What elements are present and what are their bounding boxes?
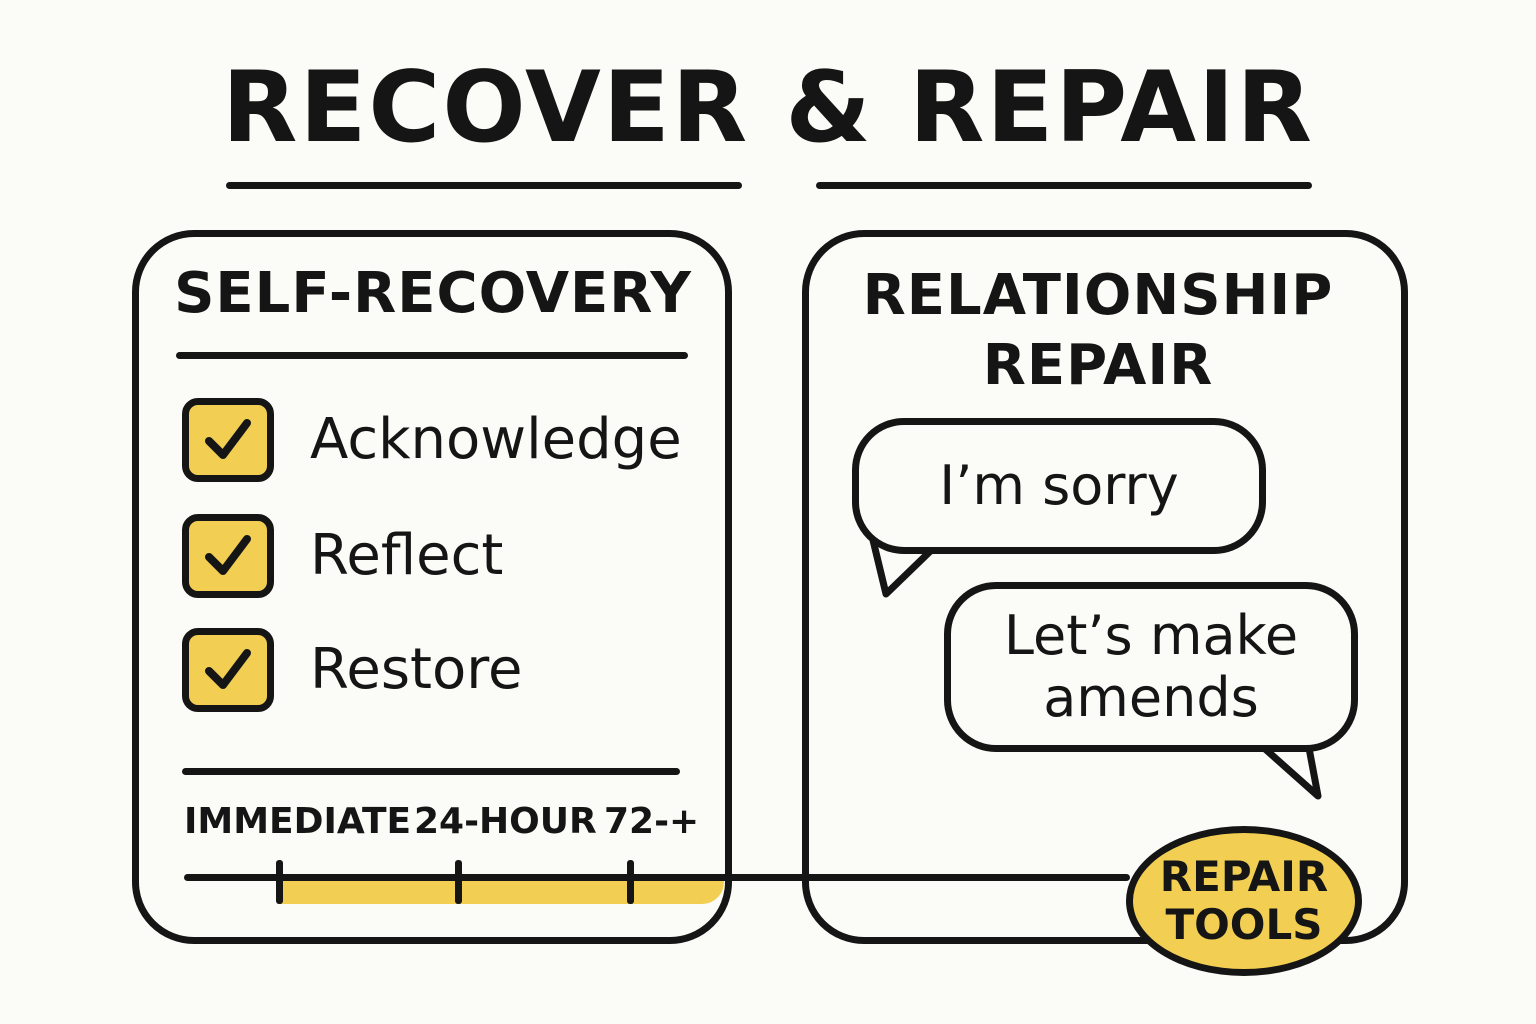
speech-bubble-amends: Let’s make amends [944,582,1358,752]
speech-bubble-sorry: I’m sorry [852,418,1266,554]
page-title: RECOVER & REPAIR [222,51,1314,165]
repair-tools-line1: REPAIR [1159,852,1329,901]
checkbox-restore[interactable] [182,628,274,712]
timeline-tick-24-hour [455,860,462,904]
checkbox-reflect[interactable] [182,514,274,598]
timeline-divider [182,768,680,775]
bubble-text-amends-line1: Let’s make [1003,604,1299,667]
step-label-reflect: Reflect [310,523,504,588]
step-label-acknowledge: Acknowledge [310,407,682,472]
step-acknowledge: Acknowledge [182,398,682,482]
repair-tools-badge[interactable]: REPAIR TOOLS [1126,826,1362,976]
bubble-text-sorry: I’m sorry [939,454,1179,517]
self-recovery-panel [132,230,732,944]
timeline-label-24-hour: 24-HOUR [414,801,597,842]
checkmark-icon [205,649,251,689]
checkmark-icon [205,419,251,459]
timeline-tick-immediate [276,860,283,904]
step-reflect: Reflect [182,514,503,598]
relationship-repair-panel [802,230,1408,944]
title-underline-right [816,182,1312,189]
repair-tools-line2: TOOLS [1165,900,1323,949]
checkbox-acknowledge[interactable] [182,398,274,482]
relationship-repair-title-line2: REPAIR [982,333,1214,398]
timeline-track [280,878,724,904]
self-recovery-divider [176,352,688,359]
relationship-repair-title-line1: RELATIONSHIP [862,263,1334,328]
bubble-text-amends-line2: amends [1043,666,1259,729]
step-restore: Restore [182,628,523,712]
timeline-label-immediate: IMMEDIATE [184,801,412,842]
step-label-restore: Restore [310,637,523,702]
timeline-label-72-plus: 72-+ [604,801,700,842]
title-underline-left [226,182,742,189]
checkmark-icon [205,535,251,575]
connector-line [184,874,1130,881]
self-recovery-title: SELF-RECOVERY [174,261,692,326]
timeline-tick-72-plus [627,860,634,904]
